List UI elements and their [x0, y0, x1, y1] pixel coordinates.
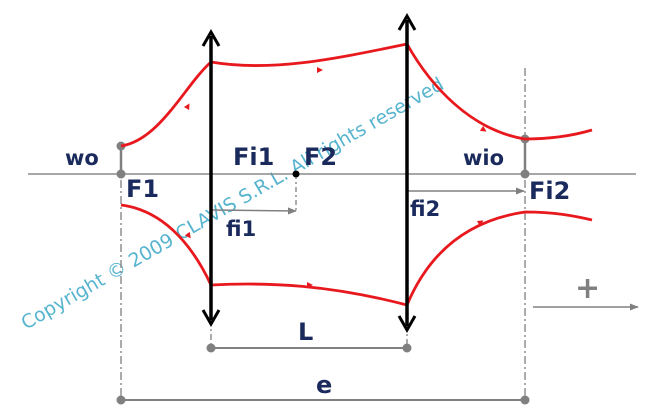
- copyright-watermark: Copyright © 2009 CLAVIS S.R.L. All right…: [18, 73, 448, 334]
- lens-1: [201, 28, 221, 328]
- label-F1: F1: [126, 175, 159, 203]
- beam-upper: [120, 42, 593, 148]
- fi1-arrow: [210, 207, 297, 215]
- dimension-e-end: [520, 395, 530, 405]
- label-Fi1: Fi1: [233, 143, 274, 171]
- dimension-L-start: [206, 343, 216, 353]
- beam-arrow-1: [183, 103, 190, 111]
- lens-2: [397, 12, 417, 334]
- dimension-L-end: [402, 343, 412, 353]
- label-L: L: [298, 318, 313, 346]
- label-e: e: [316, 371, 332, 399]
- focus-point: [292, 170, 300, 178]
- label-plus: +: [575, 271, 600, 306]
- label-wio: wio: [463, 146, 504, 170]
- dimension-e-start: [116, 395, 126, 405]
- beam-lower: [120, 203, 593, 307]
- F1-dot: [116, 169, 126, 179]
- Fi2-dot: [520, 169, 530, 179]
- label-Fi2: Fi2: [529, 177, 570, 205]
- label-F2: F2: [304, 143, 337, 171]
- label-fi1: fi1: [226, 217, 256, 241]
- label-wo: wo: [65, 146, 99, 170]
- label-fi2: fi2: [410, 197, 440, 221]
